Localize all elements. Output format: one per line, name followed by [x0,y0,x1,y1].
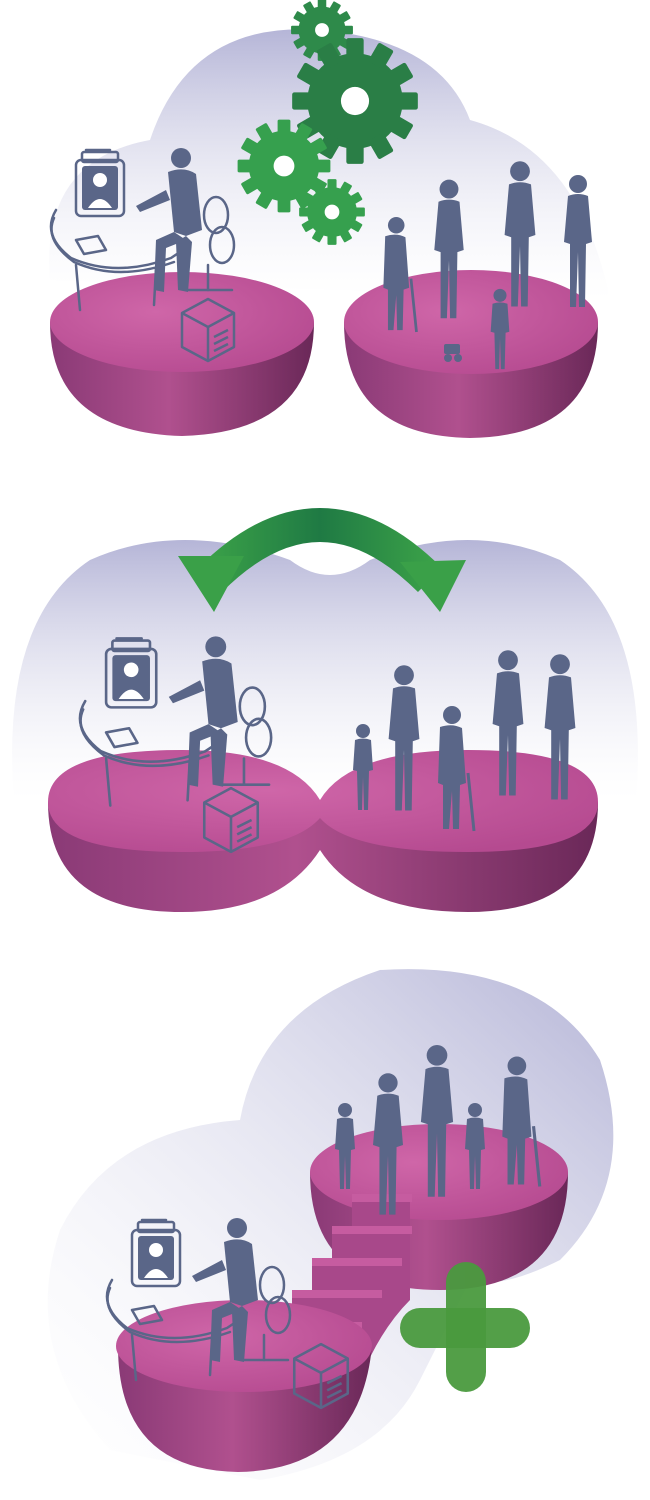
scene-disconnected [49,0,610,438]
scene-connected [47,969,614,1480]
double-arrow-icon [178,508,466,612]
community-group [381,161,592,370]
scene1-right-platform [344,270,598,438]
scene-exchange [12,508,638,912]
scene1-left-platform [50,272,314,436]
scene2-bubble [12,540,638,800]
plus-icon [400,1262,530,1392]
